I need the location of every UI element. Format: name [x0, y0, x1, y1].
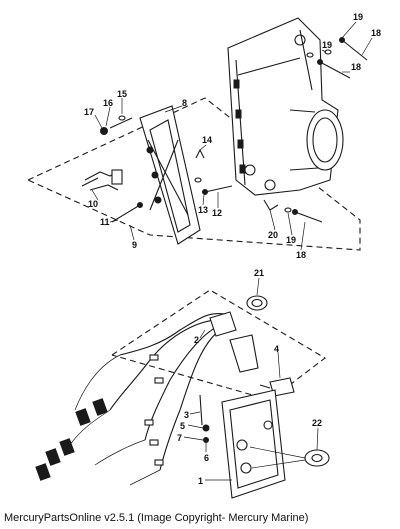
callout-8: 8: [182, 98, 187, 108]
pins-12-13-14: [194, 148, 233, 195]
callout-21: 21: [254, 268, 264, 278]
mounting-plate: [139, 105, 201, 245]
callout-18-top: 18: [371, 28, 381, 38]
small-parts-3-7: [199, 394, 210, 443]
callout-18-low: 18: [296, 250, 306, 260]
callout-7: 7: [177, 433, 182, 443]
callout-11: 11: [100, 217, 110, 227]
callout-19-low: 19: [286, 235, 296, 245]
wiring-harness: [35, 311, 259, 486]
callout-10: 10: [88, 199, 98, 209]
callout-18-mid: 18: [351, 62, 361, 72]
small-fasteners: [81, 115, 143, 223]
callout-3: 3: [184, 410, 189, 420]
upper-bolts: [306, 37, 368, 79]
callout-13: 13: [198, 205, 208, 215]
housing-bracket: [227, 17, 344, 196]
callout-1: 1: [198, 476, 203, 486]
callout-19-top: 19: [353, 12, 363, 22]
callout-4: 4: [274, 344, 279, 354]
control-module: [221, 389, 286, 499]
lower-bolts: [263, 199, 323, 223]
callout-14: 14: [202, 135, 212, 145]
callout-20: 20: [268, 230, 278, 240]
callout-17: 17: [84, 107, 94, 117]
copyright-caption: MercuryPartsOnline v2.5.1 (Image Copyrig…: [4, 512, 309, 524]
callout-16: 16: [103, 98, 113, 108]
callout-15: 15: [117, 89, 127, 99]
callout-2: 2: [194, 335, 199, 345]
callout-22: 22: [312, 418, 322, 428]
callout-labels: 19 18 19 18 8 15 16 17 14 10 11 9 13 12 …: [84, 12, 381, 486]
callout-6: 6: [204, 453, 209, 463]
upper-assembly-outline: [27, 97, 361, 251]
callout-9: 9: [132, 240, 137, 250]
callout-19-mid: 19: [322, 40, 332, 50]
lower-assembly-outline: [111, 289, 326, 401]
leader-lines: [91, 21, 373, 481]
callout-5: 5: [180, 421, 185, 431]
grommet: [246, 295, 268, 311]
callout-12: 12: [212, 208, 222, 218]
